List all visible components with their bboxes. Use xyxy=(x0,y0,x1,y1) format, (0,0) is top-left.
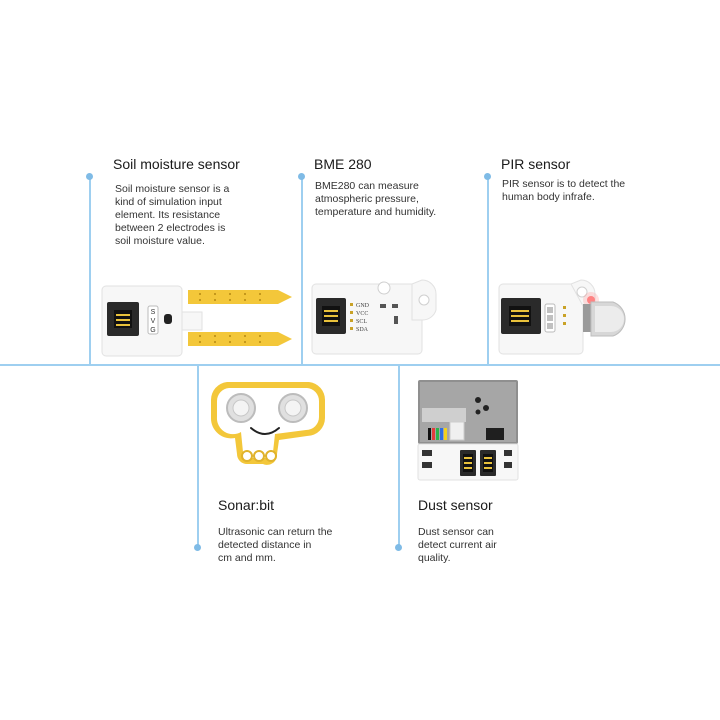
bme-desc: BME280 can measure atmospheric pressure,… xyxy=(315,180,437,218)
dust-desc: Dust sensor can detect current air quali… xyxy=(418,526,497,564)
divider-soil xyxy=(89,176,91,365)
bullet-dot-dust xyxy=(395,544,402,551)
bme-pin-scl: SCL xyxy=(356,319,367,325)
sonar-title: Sonar:bit xyxy=(218,497,275,513)
bme-pin-sda: SDA xyxy=(356,327,369,333)
bullet-dot-sonar xyxy=(194,544,201,551)
bullet-dot-bme xyxy=(298,173,305,180)
bullet-dot-soil xyxy=(86,173,93,180)
pin-label-v: V xyxy=(151,318,156,325)
pir-desc: PIR sensor is to detect the human body i… xyxy=(502,178,626,203)
sonar-desc: Ultrasonic can return the detected dista… xyxy=(218,526,333,564)
soil-desc: Soil moisture sensor is a kind of simula… xyxy=(115,183,230,247)
dust-sensor-image xyxy=(417,380,519,481)
divider-pir xyxy=(487,176,489,365)
dust-title: Dust sensor xyxy=(418,497,493,513)
divider-bme xyxy=(301,176,303,365)
soil-sensor-image: S V G xyxy=(101,285,292,357)
divider-sonar xyxy=(197,365,199,547)
pin-label-g: G xyxy=(150,327,155,334)
pir-title: PIR sensor xyxy=(501,156,571,172)
divider-dust xyxy=(398,365,400,547)
pin-label-s: S xyxy=(151,309,156,316)
pir-sensor-image xyxy=(498,279,626,355)
bme-pin-vcc: VCC xyxy=(356,311,368,317)
soil-title: Soil moisture sensor xyxy=(113,156,240,172)
bme-title: BME 280 xyxy=(314,156,372,172)
sonar-bit-image xyxy=(210,382,326,465)
horizontal-divider xyxy=(0,364,720,366)
bullet-dot-pir xyxy=(484,173,491,180)
bme-pin-gnd: GND xyxy=(356,303,370,309)
bme280-sensor-image: GND VCC SCL SDA xyxy=(311,279,437,355)
